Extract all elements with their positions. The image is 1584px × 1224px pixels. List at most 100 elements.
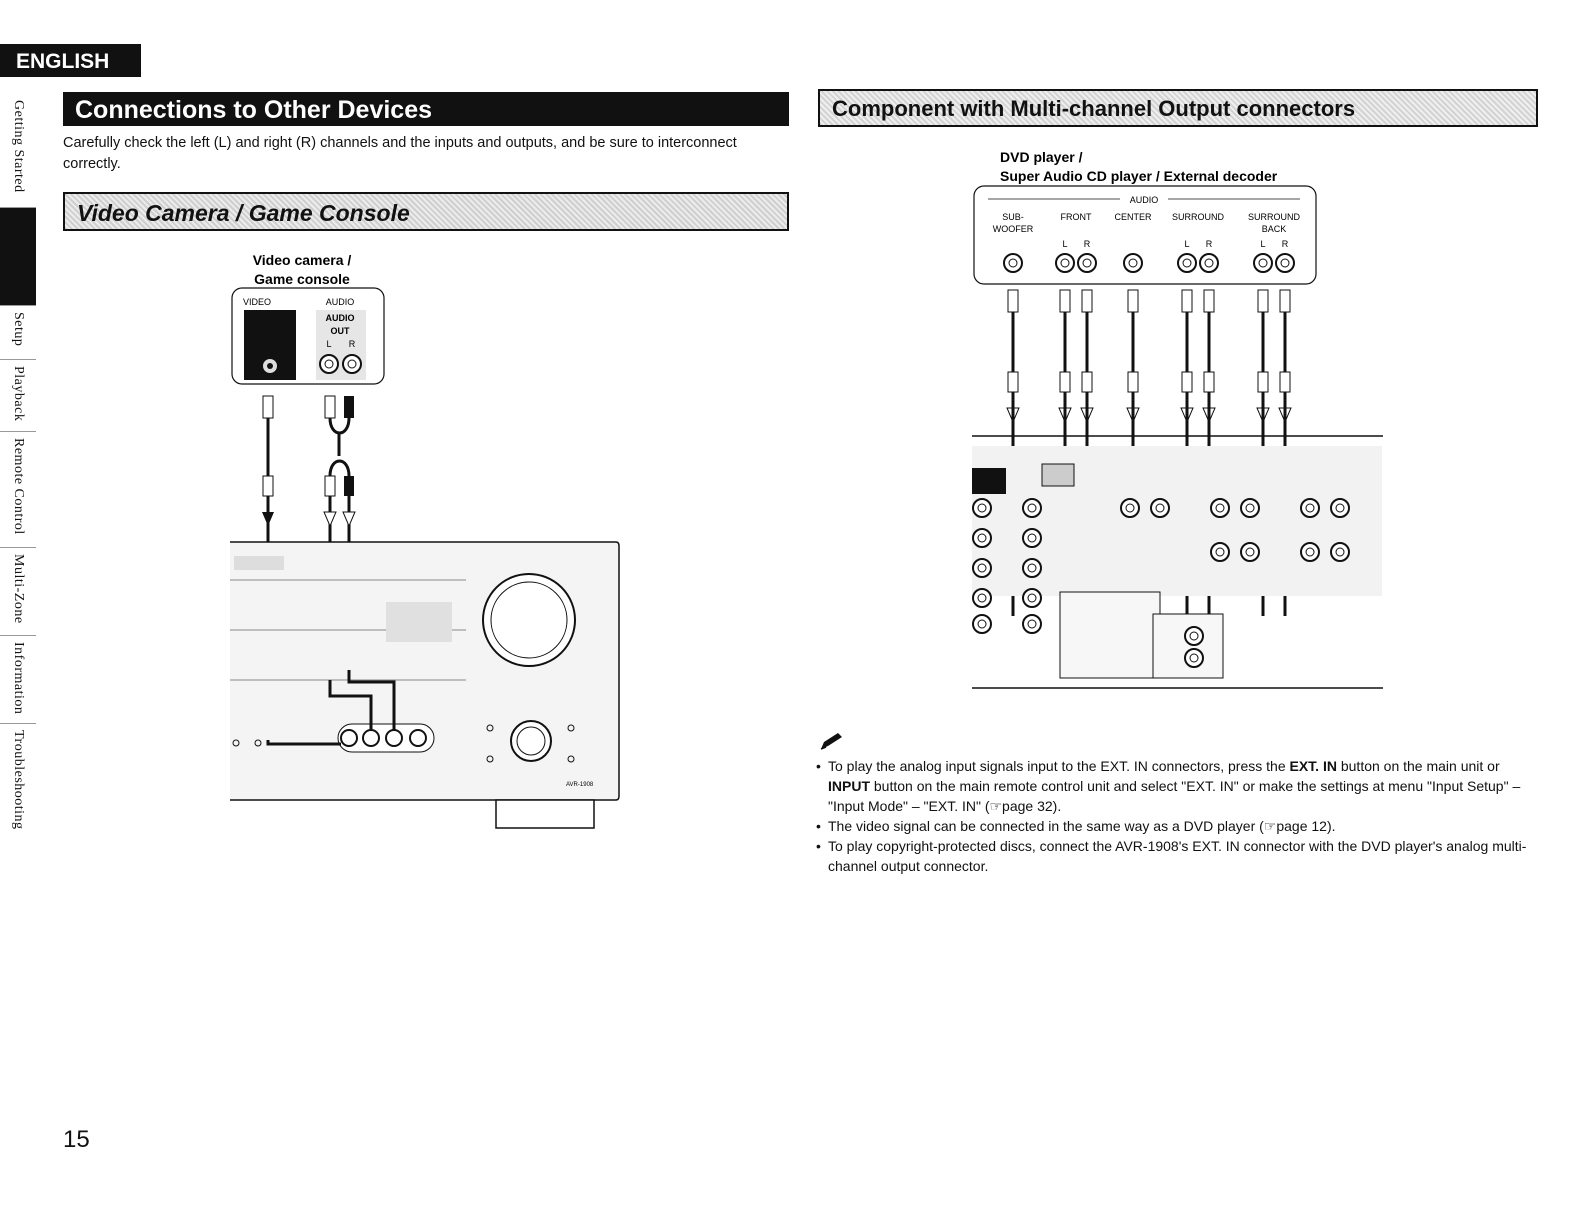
channel-l-label: L	[1184, 239, 1189, 249]
rear-jack-center	[1189, 653, 1199, 663]
audio-label: AUDIO	[1130, 195, 1159, 205]
rca-plug	[1127, 371, 1139, 393]
rear-jack	[1210, 542, 1230, 562]
tab-label: Getting Started	[11, 100, 26, 193]
rear-jack-center	[1215, 503, 1225, 513]
rca-plug	[1279, 371, 1291, 393]
rca-plug	[1203, 371, 1215, 393]
tab-label: Playback	[11, 366, 26, 422]
rca-plug	[1081, 371, 1093, 393]
master-volume-knob	[482, 573, 576, 667]
tab-getting-started[interactable]: Getting Started	[0, 94, 36, 208]
channel-r-label: R	[1282, 239, 1289, 249]
tab-multi-zone[interactable]: Multi-Zone	[0, 548, 36, 636]
audio-out-l-jack	[319, 354, 339, 374]
audio-out-label: AUDIO	[326, 313, 355, 323]
section-title-multichannel: Component with Multi-channel Output conn…	[818, 89, 1538, 127]
device-panel	[231, 287, 385, 385]
channel-label: CENTER	[1114, 212, 1152, 222]
device-name: Video camera /	[253, 252, 352, 268]
audio-out-r-jack	[342, 354, 362, 374]
note-pencil-icon	[820, 733, 842, 750]
output-jack-center	[1128, 258, 1138, 268]
note-item: To play copyright-protected discs, conne…	[816, 836, 1544, 876]
channel-label: WOOFER	[993, 224, 1034, 234]
side-nav: Getting Started Setup Playback Remote Co…	[0, 94, 36, 854]
rca-plug	[1007, 289, 1019, 313]
receiver-front-panel: AVR-1908	[230, 541, 620, 829]
rear-jack	[972, 558, 992, 578]
output-jack-center	[1182, 258, 1192, 268]
device-name: Super Audio CD player / External decoder	[1000, 168, 1278, 184]
rear-jack-center	[1027, 593, 1037, 603]
tab-troubleshooting[interactable]: Troubleshooting	[0, 724, 36, 846]
rear-jack-center	[1027, 503, 1037, 513]
rear-jack	[1300, 498, 1320, 518]
svg-text:L: L	[326, 339, 331, 349]
rear-jack-center	[977, 593, 987, 603]
rca-plug	[1007, 371, 1019, 393]
setup-mic-jack	[409, 729, 427, 747]
rear-jack-center	[1027, 563, 1037, 573]
language-tab: ENGLISH	[0, 44, 141, 77]
rear-jack-center	[1215, 547, 1225, 557]
rear-jack-center	[1245, 547, 1255, 557]
output-jack	[1123, 253, 1143, 273]
rear-jack-center	[1027, 533, 1037, 543]
video-label: VIDEO	[243, 297, 271, 307]
rear-jack-center	[977, 563, 987, 573]
channel-l-label: L	[1062, 239, 1067, 249]
rca-plug	[1059, 371, 1071, 393]
page-title: Connections to Other Devices	[63, 92, 789, 126]
tab-information[interactable]: Information	[0, 636, 36, 724]
tab-label: Troubleshooting	[11, 730, 26, 830]
output-jack-center	[1008, 258, 1018, 268]
output-jack	[1275, 253, 1295, 273]
rear-jack-center	[1189, 631, 1199, 641]
channel-label: SUB-	[1002, 212, 1024, 222]
rear-jack	[1022, 614, 1042, 634]
svg-text:AVR-1908: AVR-1908	[566, 782, 594, 788]
tab-label: Multi-Zone	[11, 554, 26, 624]
rear-jack	[1210, 498, 1230, 518]
receiver-foot	[495, 799, 595, 829]
rear-jack	[1022, 588, 1042, 608]
page-number: 15	[63, 1126, 90, 1153]
svg-text:R: R	[349, 339, 356, 349]
channel-r-label: R	[1206, 239, 1213, 249]
rear-jack	[1120, 498, 1140, 518]
rca-plug	[1257, 371, 1269, 393]
tab-label: Information	[11, 642, 26, 715]
video-input-jack	[340, 729, 358, 747]
tab-setup[interactable]: Setup	[0, 306, 36, 360]
rca-plug	[1203, 289, 1215, 313]
channel-label: FRONT	[1061, 212, 1092, 222]
tab-remote-control[interactable]: Remote Control	[0, 432, 36, 548]
output-jack-center	[1204, 258, 1214, 268]
rear-jack	[1022, 498, 1042, 518]
rear-jack	[972, 528, 992, 548]
tab-label: Setup	[11, 312, 26, 347]
audio-label: AUDIO	[326, 297, 355, 307]
rca-plug	[1059, 289, 1071, 313]
channel-jacks	[1003, 253, 1295, 273]
multi-zone-label-area	[234, 556, 284, 570]
rca-plug	[1127, 289, 1139, 313]
rear-jack	[1150, 498, 1170, 518]
rear-jack	[1022, 528, 1042, 548]
output-jack-center	[1060, 258, 1070, 268]
rear-jack	[1240, 498, 1260, 518]
tab-active-marker[interactable]	[0, 208, 36, 306]
device-panel	[973, 185, 1317, 285]
output-jack-center	[1082, 258, 1092, 268]
rear-jack	[1022, 558, 1042, 578]
note-item: To play the analog input signals input t…	[816, 756, 1544, 816]
tab-playback[interactable]: Playback	[0, 360, 36, 432]
rear-jack	[1184, 648, 1204, 668]
rca-plug	[1279, 289, 1291, 313]
note-item: The video signal can be connected in the…	[816, 816, 1544, 836]
intro-text: Carefully check the left (L) and right (…	[63, 135, 737, 172]
rear-jack	[1184, 626, 1204, 646]
audio-r-input-jack	[385, 729, 403, 747]
